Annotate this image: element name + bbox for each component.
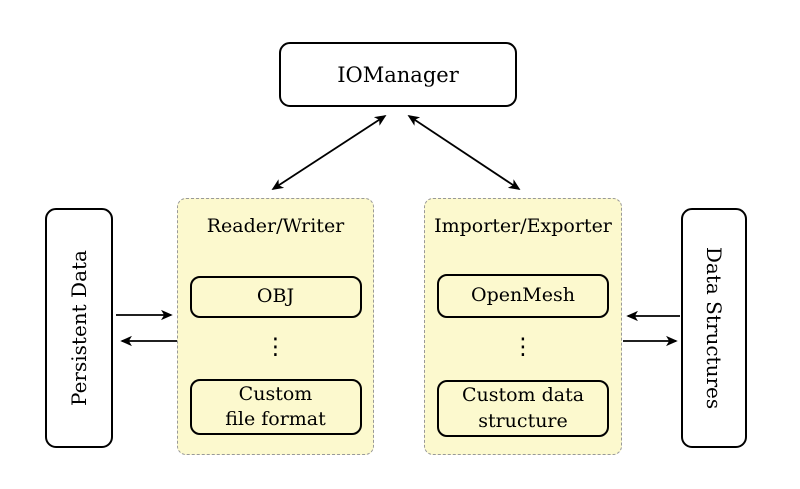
arrow-iomanager-importerexporter [407,115,521,190]
openmesh-label: OpenMesh [471,284,575,307]
obj-label: OBJ [256,285,295,308]
custom-file-format-label: Custom file format [225,382,326,430]
arrow-iomanager-readerwriter [271,115,387,190]
custom-data-structure-label: Custom data structure [461,384,585,432]
persistent-data-node: Persistent Data [45,208,113,448]
custom-file-format-node: Custom file format [189,379,362,435]
data-structures-node: Data Structures [681,208,747,448]
vertical-ellipsis: ⋮ [511,334,535,360]
data-structures-label: Data Structures [702,246,726,410]
obj-node: OBJ [189,276,362,318]
reader-writer-title: Reader/Writer [206,215,345,237]
vertical-ellipsis: ⋮ [264,334,287,360]
openmesh-node: OpenMesh [437,274,609,318]
iomanager-node: IOManager [279,42,517,107]
importer-exporter-title: Importer/Exporter [434,215,612,237]
importer-exporter-group: Importer/Exporter OpenMesh ⋮ Custom data… [424,198,622,455]
iomanager-label: IOManager [337,62,459,87]
reader-writer-group: Reader/Writer OBJ ⋮ Custom file format [177,198,374,455]
persistent-data-label: Persistent Data [67,250,92,406]
custom-data-structure-node: Custom data structure [437,380,609,437]
